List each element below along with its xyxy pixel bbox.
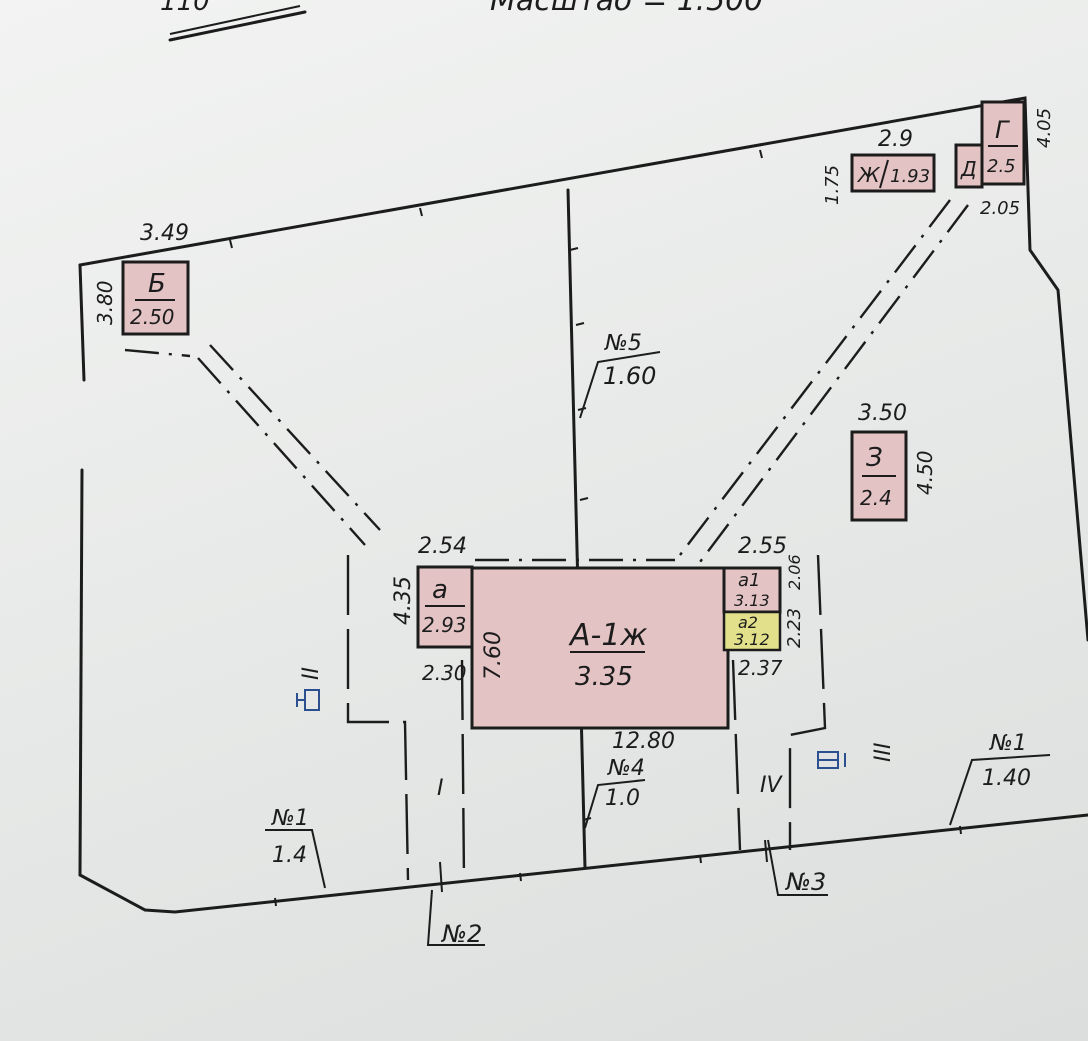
building-a1-extra: 2.06 — [785, 554, 804, 590]
building-a-width: 2.54 — [418, 534, 467, 559]
lot-boundary-west-lower — [78, 468, 84, 877]
building-a2: а2 3.12 — [722, 610, 782, 652]
building-a2-height: 3.12 — [734, 630, 770, 649]
building-a1-height: 3.13 — [734, 591, 770, 610]
building-zh-height: 1.93 — [890, 166, 930, 187]
building-a-height: 2.93 — [422, 613, 467, 637]
fence-n5-label: №5 — [604, 331, 642, 356]
building-a1-width: 2.55 — [738, 534, 787, 559]
fence-n1-left-callout: №1 1.4 — [265, 806, 326, 889]
building-a-depth: 4.35 — [391, 576, 416, 625]
building-b-side: 3.80 — [93, 280, 117, 325]
building-zh-side: 1.75 — [822, 165, 843, 205]
path-line — [124, 348, 191, 358]
building-a1-name: а1 — [738, 570, 760, 591]
building-main-name: А-1ж — [568, 618, 647, 653]
lot-boundary-south — [78, 813, 1088, 914]
path-line — [699, 204, 969, 563]
lot-edge-north-west: 3.49 — [140, 221, 189, 246]
building-a2-name: а2 — [738, 613, 758, 632]
building-a2-extra: 2.37 — [738, 656, 783, 680]
partial-number: 110 — [160, 0, 210, 17]
fence-n5-callout: №5 1.60 — [579, 331, 661, 419]
fence-n1-left-value: 1.4 — [272, 843, 307, 868]
fence-n4-callout: №4 1.0 — [584, 756, 646, 829]
fence-n5-line — [566, 188, 587, 870]
fence-n4-label: №4 — [607, 756, 645, 781]
fence-n4-value: 1.0 — [605, 786, 640, 811]
building-z-width: 3.50 — [858, 401, 907, 426]
lot-boundary-west — [78, 263, 86, 382]
fence-n3-label: №3 — [784, 868, 826, 896]
path-line — [197, 357, 366, 546]
building-z-name: З — [866, 443, 883, 473]
fence-n2-label: №2 — [440, 920, 482, 948]
building-d-name: Д — [960, 157, 977, 181]
building-main-depth: 7.60 — [481, 631, 506, 680]
fence-n1-left-label: №1 — [271, 806, 309, 831]
yard-line — [346, 555, 410, 881]
fence-n3-callout: №3 — [767, 839, 828, 896]
building-b-name: Б — [148, 269, 166, 299]
scale-label: Масштаб = 1:500 — [490, 0, 763, 18]
building-main-height: 3.35 — [575, 662, 633, 692]
building-a-extra: 2.30 — [422, 661, 467, 685]
building-zh-name: Ж — [856, 163, 881, 187]
building-zh-width: 2.9 — [878, 127, 913, 152]
building-zh: Ж 1.93 — [850, 153, 936, 193]
path-line — [209, 344, 381, 531]
entrance-symbol-icon — [817, 751, 846, 769]
marker-ii: II — [299, 667, 324, 680]
building-a: а 2.93 — [416, 565, 474, 649]
fence-n2-callout: №2 — [426, 889, 485, 948]
boundary-ticks — [229, 149, 962, 907]
building-main-width: 12.80 — [612, 729, 675, 754]
fence-n1-right-value: 1.40 — [982, 766, 1031, 791]
marker-i: I — [437, 776, 444, 801]
building-g-height: 2.5 — [987, 156, 1016, 177]
marker-iv: IV — [760, 773, 783, 798]
building-g: Г 2.5 — [980, 100, 1026, 186]
fence-n5-value: 1.60 — [603, 362, 656, 390]
building-a1: а1 3.13 — [722, 566, 782, 614]
marker-iii: III — [871, 743, 896, 762]
building-z-height: 2.4 — [860, 486, 892, 510]
building-b-height: 2.50 — [130, 305, 175, 329]
north-arrow-icon — [168, 5, 307, 42]
building-main: А-1ж 3.35 — [470, 566, 730, 730]
lot-edge-2-05: 2.05 — [980, 198, 1020, 219]
lot-boundary — [78, 96, 1088, 642]
building-a2-side: 2.23 — [784, 608, 805, 648]
fence-n1-right-callout: №1 1.40 — [949, 731, 1051, 826]
yard-line — [731, 659, 742, 851]
lot-edge-east-top: 4.05 — [1034, 108, 1055, 148]
building-z-depth: 4.50 — [913, 450, 937, 495]
path-line — [679, 199, 951, 556]
building-z: З 2.4 — [850, 430, 908, 522]
entrance-symbol-icon — [296, 689, 320, 711]
fence-n1-right-label: №1 — [989, 731, 1027, 756]
building-g-name: Г — [995, 116, 1010, 144]
yard-line — [788, 554, 827, 850]
building-b: Б 2.50 — [121, 260, 190, 336]
building-d: Д — [954, 143, 984, 189]
building-a-name: а — [432, 575, 448, 605]
yard-line — [460, 659, 466, 881]
